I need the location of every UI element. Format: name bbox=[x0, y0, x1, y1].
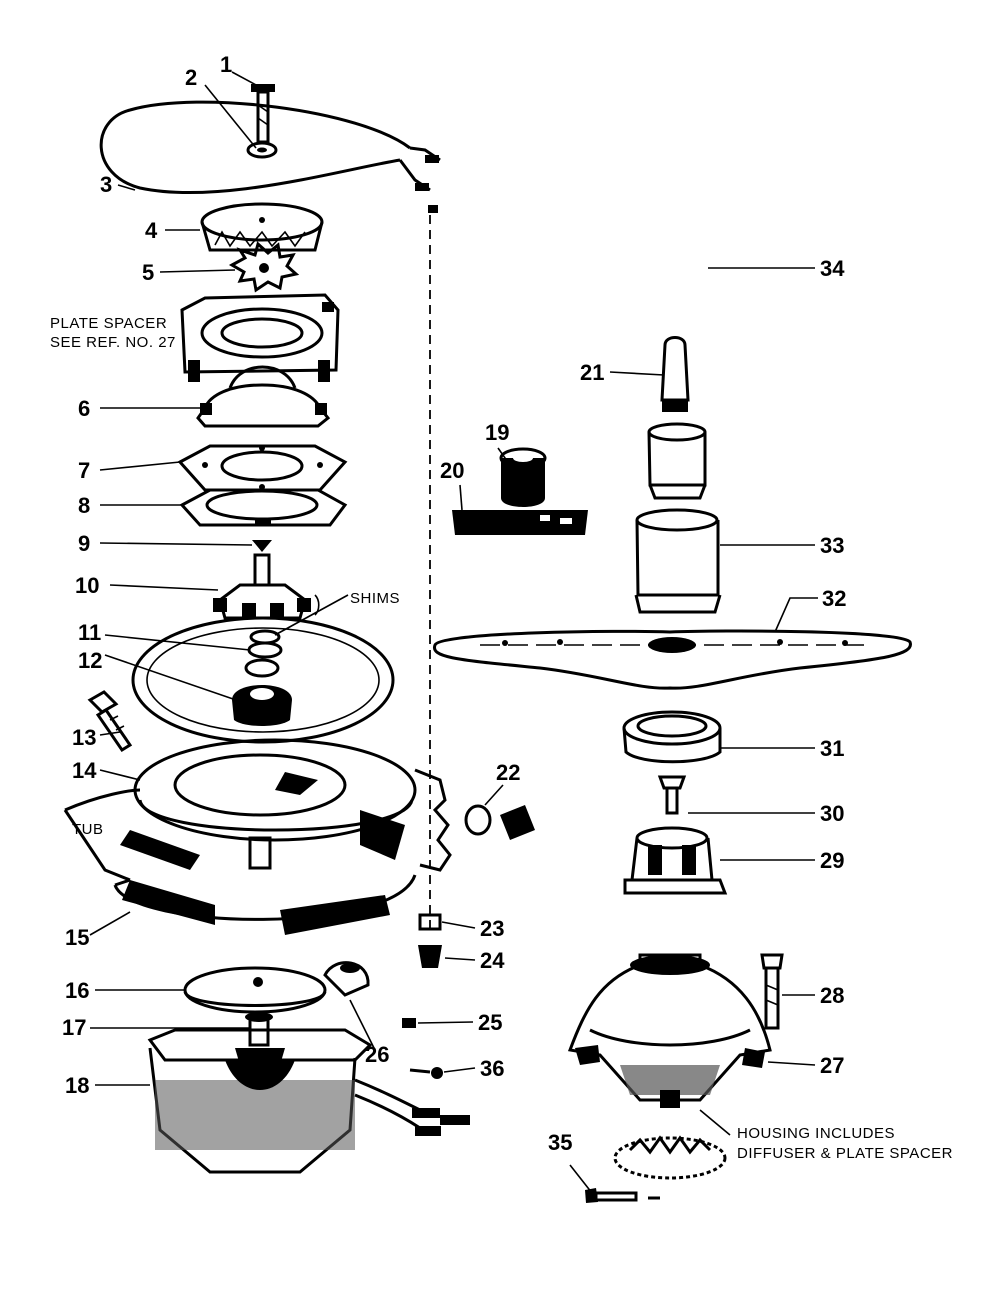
callout-20: 20 bbox=[440, 458, 464, 483]
part-plate-spacer bbox=[180, 293, 340, 382]
part-valve-30 bbox=[657, 775, 687, 815]
note-plate-spacer-line1: PLATE SPACER bbox=[50, 315, 167, 332]
callout-25: 25 bbox=[478, 1010, 502, 1035]
part-motor-18 bbox=[147, 1028, 470, 1174]
callout-labels: 1 2 3 4 5 6 7 8 9 10 11 12 13 14 15 16 1… bbox=[62, 52, 846, 1155]
part-bracket-26 bbox=[323, 961, 370, 997]
callout-8: 8 bbox=[78, 493, 90, 518]
part-screw-35 bbox=[585, 1188, 660, 1203]
part-washer-2 bbox=[246, 141, 278, 159]
part-heater-3 bbox=[99, 100, 441, 930]
callout-24: 24 bbox=[480, 948, 505, 973]
part-impeller-10 bbox=[213, 553, 320, 620]
callout-16: 16 bbox=[65, 978, 89, 1003]
callout-27: 27 bbox=[820, 1053, 844, 1078]
callout-31: 31 bbox=[820, 736, 844, 761]
callout-29: 29 bbox=[820, 848, 844, 873]
part-diffuser bbox=[613, 1135, 727, 1180]
part-spinner-5 bbox=[228, 241, 300, 293]
callout-34: 34 bbox=[820, 256, 845, 281]
callout-19: 19 bbox=[485, 420, 509, 445]
part-bracket-20 bbox=[452, 510, 588, 535]
diagram-notes: PLATE SPACER SEE REF. NO. 27 SHIMS TUB H… bbox=[50, 315, 953, 1162]
note-housing-line1: HOUSING INCLUDES bbox=[737, 1125, 895, 1142]
part-hub-12 bbox=[232, 658, 292, 726]
part-ring-seal-11 bbox=[131, 616, 395, 744]
note-housing-line2: DIFFUSER & PLATE SPACER bbox=[737, 1145, 953, 1162]
note-plate-spacer-line2: SEE REF. NO. 27 bbox=[50, 334, 176, 351]
part-seal-9 bbox=[252, 540, 272, 552]
part-nozzle-21 bbox=[660, 336, 690, 412]
callout-11: 11 bbox=[78, 620, 101, 645]
callout-17: 17 bbox=[62, 1015, 86, 1040]
callout-21: 21 bbox=[580, 360, 604, 385]
callout-18: 18 bbox=[65, 1073, 89, 1098]
part-bolt-13 bbox=[87, 690, 133, 753]
callout-3: 3 bbox=[100, 172, 112, 197]
part-fitting-29 bbox=[623, 826, 728, 895]
callout-9: 9 bbox=[78, 531, 90, 556]
callout-1: 1 bbox=[220, 52, 232, 77]
part-bushing-19 bbox=[499, 447, 547, 507]
callout-2: 2 bbox=[185, 65, 197, 90]
part-screw-36 bbox=[409, 1067, 443, 1079]
part-clamp-22 bbox=[464, 804, 535, 840]
callout-6: 6 bbox=[78, 396, 90, 421]
callout-33: 33 bbox=[820, 533, 844, 558]
callout-13: 13 bbox=[72, 725, 96, 750]
part-pump-base-14 bbox=[120, 738, 417, 870]
callout-10: 10 bbox=[75, 573, 99, 598]
callout-5: 5 bbox=[142, 260, 154, 285]
note-shims: SHIMS bbox=[350, 590, 400, 607]
part-tub bbox=[63, 768, 452, 882]
part-screw-28 bbox=[760, 953, 784, 1030]
part-plate-16 bbox=[183, 966, 327, 1014]
callout-28: 28 bbox=[820, 983, 844, 1008]
part-plug-24 bbox=[418, 945, 442, 968]
part-screw-25 bbox=[402, 1018, 416, 1028]
part-ring-31 bbox=[622, 710, 722, 764]
callout-14: 14 bbox=[72, 758, 97, 783]
part-pump-plate-8 bbox=[179, 488, 348, 527]
callout-30: 30 bbox=[820, 801, 844, 826]
part-tube-33 bbox=[634, 508, 722, 614]
callout-32: 32 bbox=[822, 586, 846, 611]
callout-15: 15 bbox=[65, 925, 89, 950]
callout-35: 35 bbox=[548, 1130, 572, 1155]
part-washer-23 bbox=[418, 913, 442, 931]
callout-22: 22 bbox=[496, 760, 520, 785]
note-tub: TUB bbox=[72, 821, 104, 838]
callout-4: 4 bbox=[145, 218, 158, 243]
part-ring-15 bbox=[113, 874, 417, 935]
callout-26: 26 bbox=[365, 1042, 389, 1067]
part-gasket-7 bbox=[177, 444, 348, 492]
part-housing-27 bbox=[567, 953, 772, 1108]
part-plate-4 bbox=[200, 202, 324, 252]
part-cover-6 bbox=[196, 365, 331, 428]
callout-7: 7 bbox=[78, 458, 90, 483]
part-tube-34 bbox=[647, 422, 707, 500]
part-spray-arm-32 bbox=[433, 629, 912, 690]
callout-36: 36 bbox=[480, 1056, 504, 1081]
leader-lines bbox=[89, 71, 818, 1194]
callout-12: 12 bbox=[78, 648, 102, 673]
part-screw-1 bbox=[251, 84, 275, 144]
callout-23: 23 bbox=[480, 916, 504, 941]
